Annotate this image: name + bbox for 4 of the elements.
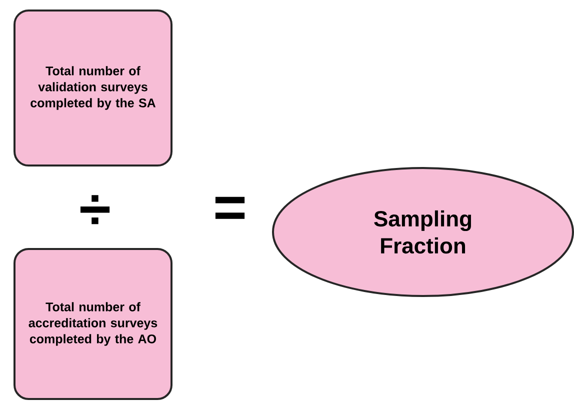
equals-sign: = — [215, 196, 245, 219]
process-box: Total number of accreditation surveys completed by the AO — [14, 248, 172, 400]
division-sign: ÷ — [80, 195, 110, 224]
process-box: Total number of validation surveys completed by the SA — [14, 10, 172, 166]
